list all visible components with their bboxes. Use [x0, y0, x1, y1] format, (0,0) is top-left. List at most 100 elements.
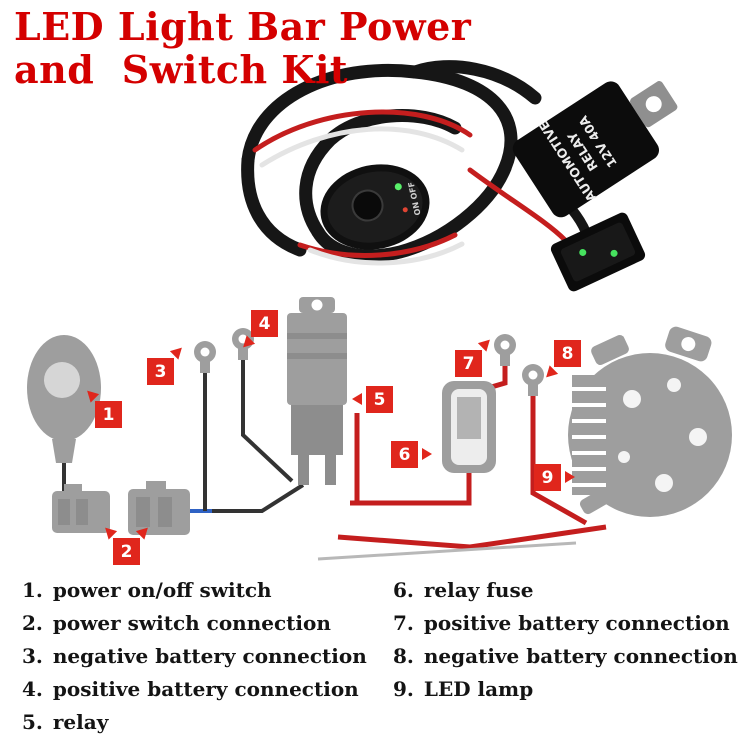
lamp-bolt-5: [618, 451, 630, 463]
callout-9-number: 9: [541, 467, 554, 488]
tube-to-relay: [408, 60, 542, 105]
connector-right-tab: [146, 481, 166, 491]
callout-8: 8: [541, 340, 581, 382]
ring-terminal-8-hole: [528, 370, 538, 380]
legend-item-1: 1. power on/off switch: [22, 578, 367, 611]
white-wire-photo-1: [259, 126, 465, 168]
legend-item-5: 5. relay: [22, 710, 367, 743]
relay-mount-hole: [645, 96, 662, 113]
connector-left-slot2: [76, 499, 88, 525]
legend-column-left: 1. power on/off switch 2. power switch con…: [22, 578, 367, 743]
callout-4: 4: [238, 310, 278, 352]
callout-2: 2: [100, 523, 153, 565]
switch-green-led: [394, 183, 402, 191]
legend-item-5-number: 5.: [22, 710, 43, 734]
legend-column-right: 6. relay fuse 7. positive battery connecti…: [393, 578, 738, 710]
schematic-fuse: [442, 381, 496, 473]
ring-terminals: [194, 328, 544, 396]
legend-item-6-number: 6.: [393, 578, 414, 602]
legend-item-1-label: power on/off switch: [52, 578, 272, 602]
fuse-element: [457, 397, 481, 439]
legend-item-8-label: negative battery connection: [423, 644, 738, 668]
red-wire-relay-to-lamp: [337, 524, 607, 550]
connector-left-slot1: [58, 499, 70, 525]
callout-7-number: 7: [462, 353, 475, 374]
callout-7: 7: [455, 335, 495, 377]
switch-button: [351, 189, 384, 222]
legend-item-7-number: 7.: [393, 611, 414, 635]
legend-item-2-label: power switch connection: [52, 611, 331, 635]
terminal-8-stub: [528, 382, 538, 396]
callout-9-arrow: [565, 471, 575, 483]
terminal-7-stub: [500, 352, 510, 366]
terminal-3-stub: [200, 359, 210, 373]
callout-2-number: 2: [120, 541, 133, 562]
lamp-bolt-4: [655, 474, 673, 492]
relay-trigger-wire: [212, 483, 305, 513]
harness-wires: [252, 109, 568, 266]
legend-item-2-number: 2.: [22, 611, 43, 635]
legend-item-1-number: 1.: [22, 578, 43, 602]
connector-face: [560, 222, 636, 282]
callout-3: 3: [147, 343, 187, 385]
lamp-top-tab: [665, 326, 712, 362]
lamp-top-tab-hole: [681, 337, 696, 352]
callout-8-number: 8: [561, 343, 574, 364]
legend-item-5-label: relay: [52, 710, 109, 734]
legend-item-8-number: 8.: [393, 644, 414, 668]
terminal-4-stub: [238, 346, 248, 360]
legend-item-6: 6. relay fuse: [393, 578, 738, 611]
switch-red-led: [402, 207, 408, 213]
legend-item-3: 3. negative battery connection: [22, 644, 367, 677]
legend-item-9: 9.LED lamp: [393, 677, 738, 710]
relay-photo: AUTOMOTIVE RELAY 12V 40A: [512, 81, 678, 218]
relay-prong-2: [325, 455, 336, 485]
callout-4-number: 4: [258, 313, 271, 334]
relay-socket: [291, 405, 343, 455]
lamp-bolt-1: [623, 390, 641, 408]
lamp-bolt-3: [689, 428, 707, 446]
schematic-led-lamp: [568, 326, 732, 517]
relay-tab-hole: [311, 299, 323, 311]
legend-item-4-number: 4.: [22, 677, 43, 701]
red-wire-fuse-to-relay: [350, 471, 472, 506]
legend-item-7: 7. positive battery connection: [393, 611, 738, 644]
callout-9: 9: [534, 464, 575, 491]
ring-terminal-4-hole: [238, 334, 248, 344]
harness-photo: AUTOMOTIVE RELAY 12V 40A ON OFF: [241, 60, 678, 292]
legend-item-7-label: positive battery connection: [423, 611, 730, 635]
switch-stem: [52, 439, 76, 463]
red-wire-photo-3: [467, 167, 568, 243]
gray-lamp-lead: [317, 541, 577, 561]
connector-right-slot2: [158, 497, 172, 527]
callout-1: 1: [82, 386, 122, 428]
page-title: LED Light Bar Power and Switch Kit: [14, 5, 471, 91]
callout-3-number: 3: [154, 361, 167, 382]
schematic-switch: [27, 335, 101, 463]
relay-prong-1: [298, 455, 309, 485]
connector-right-slot1: [136, 497, 150, 527]
legend-item-4-label: positive battery connection: [52, 677, 359, 701]
callout-1-number: 1: [102, 404, 115, 425]
legend-item-3-number: 3.: [22, 644, 43, 668]
legend-item-6-label: relay fuse: [423, 578, 534, 602]
legend-item-3-label: negative battery connection: [52, 644, 367, 668]
callout-6-number: 6: [398, 444, 411, 465]
legend-item-2: 2. power switch connection: [22, 611, 367, 644]
schematic-relay: [287, 297, 347, 485]
lamp-left-bracket: [591, 334, 629, 366]
red-wire-term8-to-lamp: [530, 387, 588, 526]
red-wire-photo-1: [252, 109, 473, 153]
relay-ridge-1: [287, 333, 347, 339]
lamp-fins: [572, 387, 606, 487]
white-wire-photo-2: [307, 241, 465, 266]
connector-led-1: [579, 248, 587, 256]
callout-5-arrow: [352, 393, 362, 405]
callout-6-arrow: [422, 448, 432, 460]
lamp-bottom-tab: [579, 487, 613, 515]
connector-led-2: [610, 249, 618, 257]
ring-terminal-7-hole: [500, 340, 510, 350]
legend-item-9-label: LED lamp: [423, 677, 534, 701]
rocker-switch-photo: ON OFF: [320, 164, 430, 250]
lamp-bolt-2: [667, 378, 681, 392]
